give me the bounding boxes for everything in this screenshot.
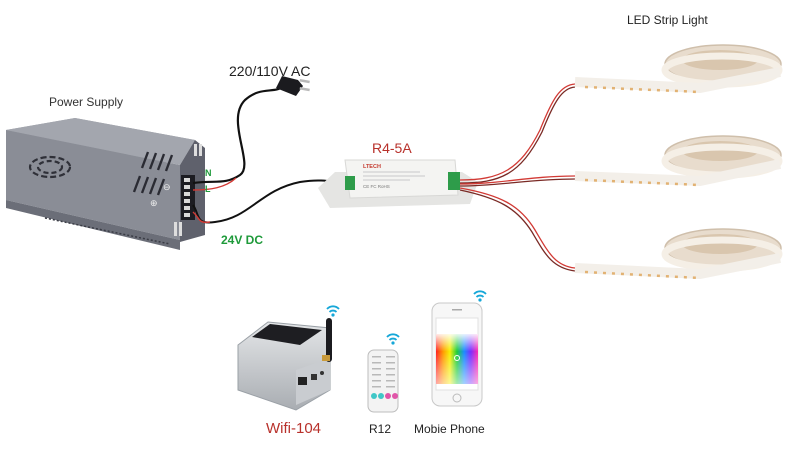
psu-side-mark <box>194 144 197 156</box>
wire-strip-2-b <box>459 178 576 187</box>
remote-color-button <box>378 393 384 399</box>
psu-front <box>6 130 180 240</box>
ethernet-port <box>298 377 307 385</box>
psu-side-mark-2 <box>199 144 202 156</box>
wifi-box-label: Wifi-104 <box>266 420 322 437</box>
antenna-connector <box>322 355 330 361</box>
plus-symbol: ⊕ <box>150 198 158 208</box>
controller-label: R4-5A <box>372 140 412 156</box>
color-picker-handle <box>454 355 460 361</box>
remote-buttons <box>372 356 395 388</box>
terminal-screws <box>184 178 190 217</box>
wire-strip-1 <box>459 83 576 181</box>
bottom-vents <box>44 217 171 245</box>
plug-body <box>276 76 303 96</box>
ac-cord <box>192 84 286 185</box>
controller-spec-lines <box>363 171 425 181</box>
wire-strip-3-b <box>459 189 576 272</box>
wifi-signal-icon <box>473 290 487 302</box>
dc-output-label: 24V DC <box>221 233 264 247</box>
wifi-box-top-panel <box>252 324 322 345</box>
vent-slots <box>132 151 174 196</box>
wire-strip-2 <box>459 175 576 185</box>
fan-grille-icon <box>28 155 72 179</box>
remote-color-button <box>371 393 377 399</box>
usb-port <box>311 374 317 380</box>
terminal-n-label: N <box>205 168 212 178</box>
power-supply: ⊖ ⊕ <box>6 118 205 250</box>
power-supply-label: Power Supply <box>49 95 124 109</box>
led-strip-2 <box>574 135 783 187</box>
controller-input-terminal <box>345 176 355 190</box>
ac-plug <box>192 76 310 191</box>
phone-speaker <box>452 309 462 311</box>
controller-brand: LTECH <box>363 164 381 170</box>
power-jack <box>320 371 324 375</box>
plug-pin-2 <box>299 86 310 92</box>
phone-label: Mobie Phone <box>414 422 485 436</box>
wire-strip-3 <box>459 187 576 269</box>
remote-label: R12 <box>369 422 392 436</box>
wifi-104-device <box>237 318 332 411</box>
controller-r4-5a: LTECH CE FC RoHS <box>318 159 478 208</box>
ac-input-label: 220/110V AC <box>229 63 311 79</box>
remote-color-button <box>392 393 398 399</box>
mobile-phone <box>431 302 483 407</box>
controller-top <box>344 159 459 199</box>
terminal-l-label: L <box>205 184 211 194</box>
ac-cord-red <box>192 177 237 191</box>
output-wires <box>459 83 576 272</box>
r12-remote <box>367 349 399 413</box>
plug-pin-1 <box>299 79 310 84</box>
psu-side-mark-4 <box>179 222 182 236</box>
home-button <box>452 393 462 403</box>
led-strip-1 <box>574 44 783 94</box>
wifi-signal-icon <box>326 305 340 317</box>
led-strip-3 <box>574 228 783 280</box>
antenna <box>326 318 332 362</box>
controller-output-terminal <box>448 172 460 190</box>
wifi-signal-icon <box>386 333 400 345</box>
controller-certifications: CE FC RoHS <box>363 184 390 189</box>
minus-symbol: ⊖ <box>163 182 171 192</box>
psu-side-mark-3 <box>174 222 177 236</box>
led-strip-label: LED Strip Light <box>627 13 708 27</box>
wifi-box-front <box>296 358 330 405</box>
dc-wire-red <box>192 211 211 224</box>
remote-color-button <box>385 393 391 399</box>
color-wheel-fade <box>436 334 478 384</box>
wire-strip-1-b <box>459 86 576 184</box>
